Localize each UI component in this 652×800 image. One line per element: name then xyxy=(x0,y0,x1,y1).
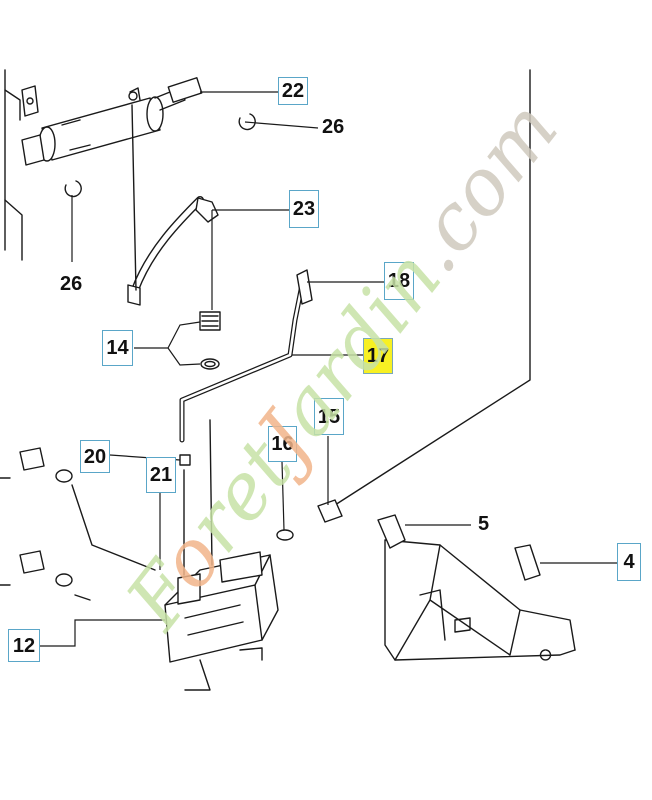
callout-26-lower[interactable]: 26 xyxy=(60,273,83,295)
clip-26-upper xyxy=(238,113,256,131)
callout-4[interactable]: 4 xyxy=(617,543,641,581)
frame-edge-lower xyxy=(4,199,23,261)
callout-17-highlighted[interactable]: 17 xyxy=(363,338,393,374)
tube-17 xyxy=(179,269,313,443)
callout-23[interactable]: 23 xyxy=(289,190,319,228)
callout-14[interactable]: 14 xyxy=(102,330,133,366)
callout-16[interactable]: 16 xyxy=(268,426,297,462)
callout-15[interactable]: 15 xyxy=(314,398,344,435)
callout-18[interactable]: 18 xyxy=(384,262,414,300)
callout-21[interactable]: 21 xyxy=(146,457,176,493)
frame-line-right xyxy=(334,69,531,506)
hydraulic-cylinder xyxy=(21,77,203,166)
fitting-14 xyxy=(199,311,221,370)
nut-20 xyxy=(179,454,191,466)
callout-12[interactable]: 12 xyxy=(8,629,40,662)
bracket-assembly xyxy=(377,514,576,661)
nut-15 xyxy=(317,499,343,523)
callout-20[interactable]: 20 xyxy=(80,440,110,473)
callout-5[interactable]: 5 xyxy=(478,513,490,535)
left-fittings xyxy=(0,447,156,601)
washer-16 xyxy=(276,529,294,541)
hose-23 xyxy=(127,196,219,306)
callout-26-upper[interactable]: 26 xyxy=(322,116,345,138)
callout-22[interactable]: 22 xyxy=(278,77,308,105)
clip-26-lower xyxy=(64,180,82,198)
leader-lines xyxy=(40,91,617,647)
valve-block-12 xyxy=(164,551,279,691)
